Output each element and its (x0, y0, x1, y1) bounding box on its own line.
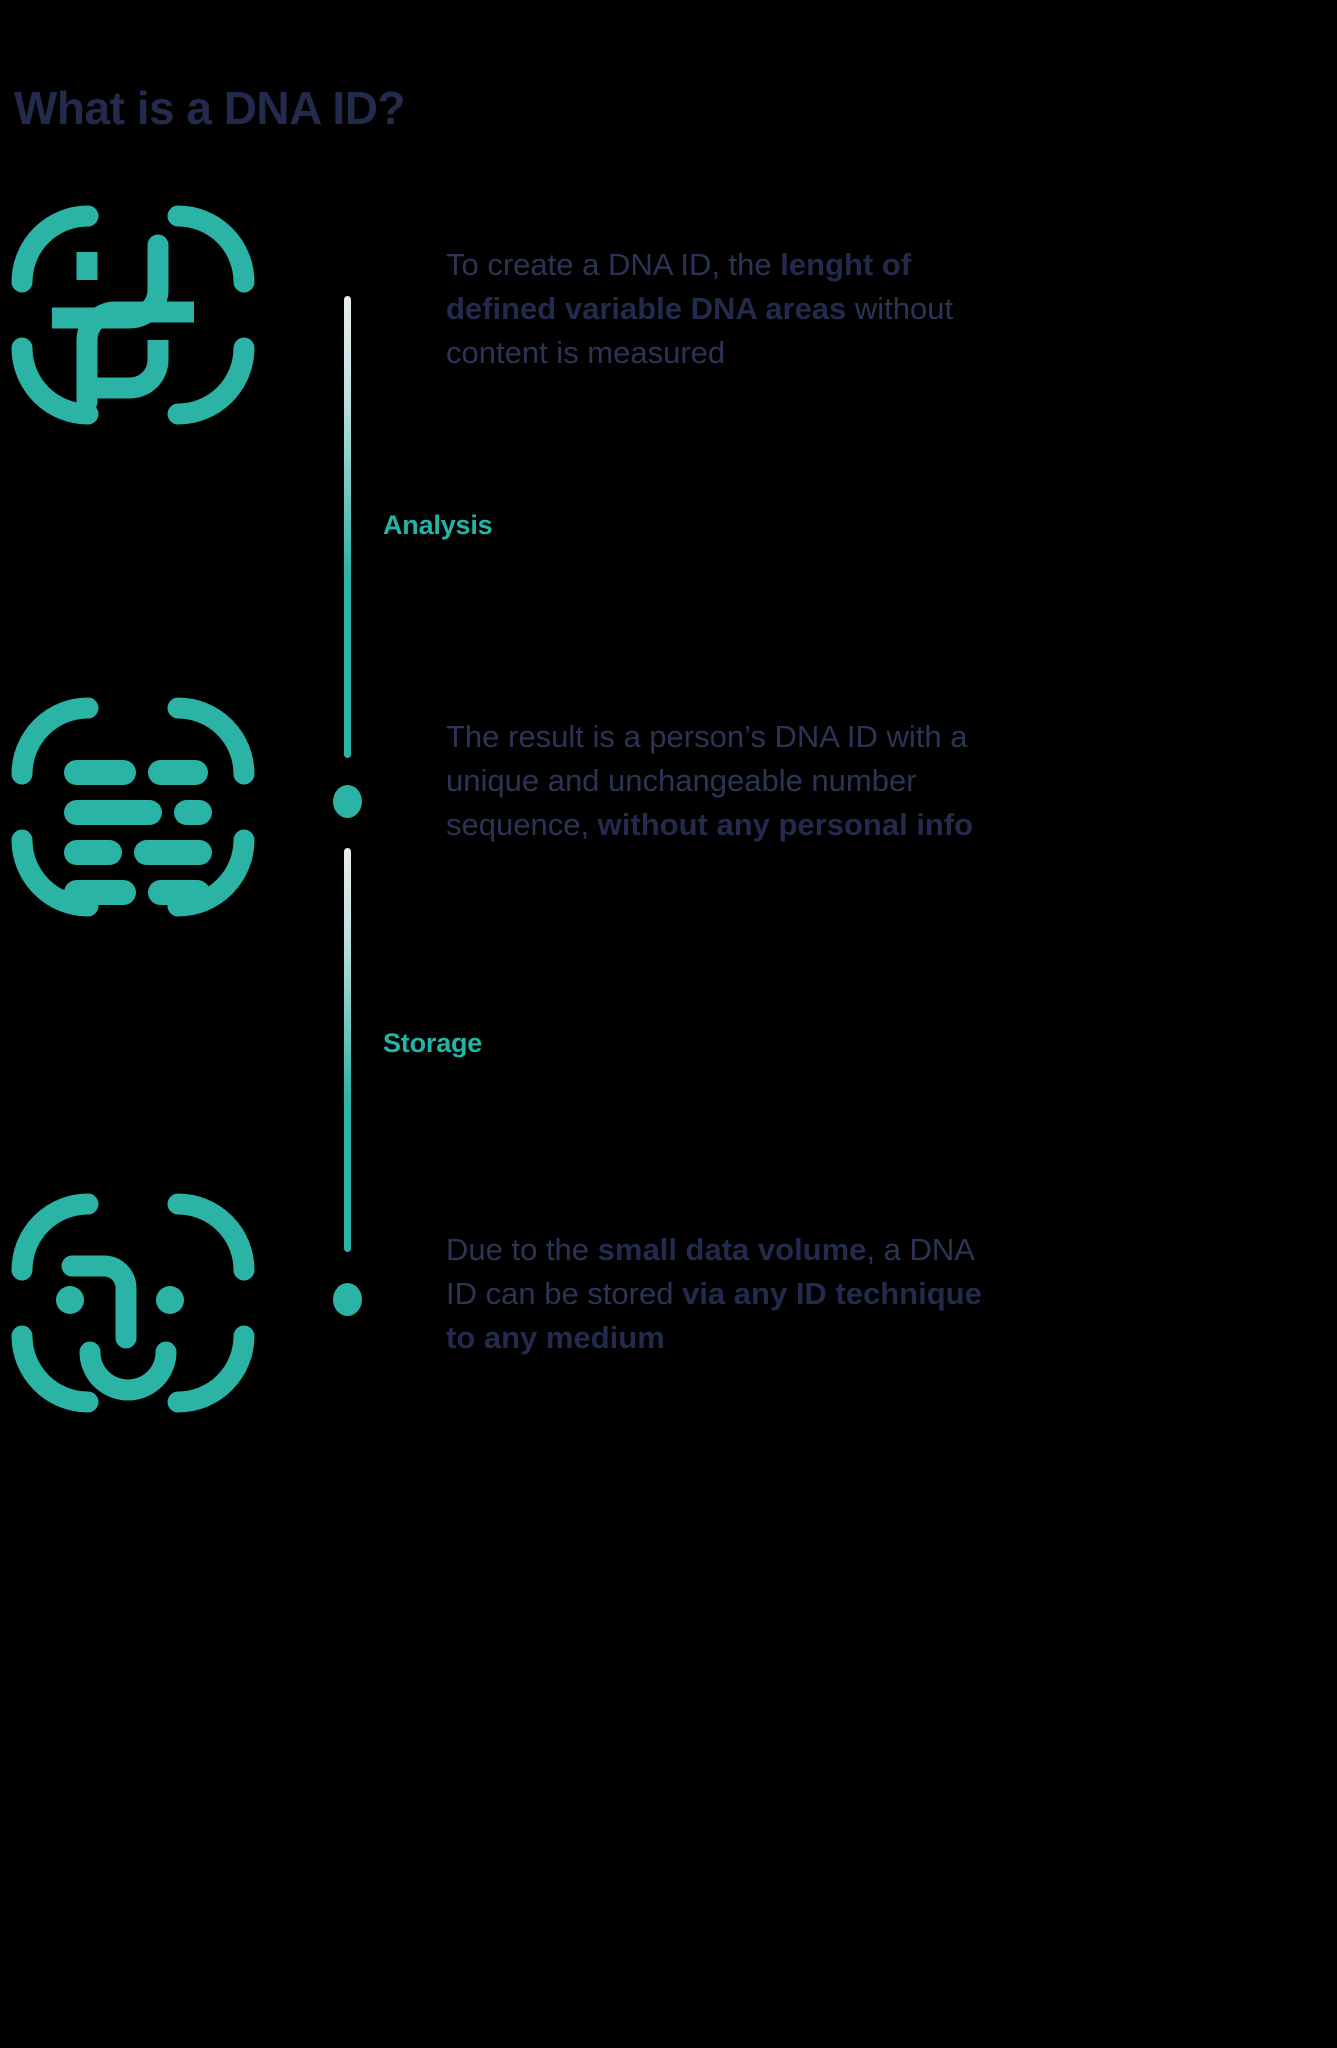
timeline-dot-storage (333, 1283, 362, 1316)
step-2-description: The result is a person’s DNA ID with a u… (446, 719, 974, 842)
dna-helix-scan-icon (8, 190, 258, 440)
timeline-stage-storage: Storage (383, 1028, 483, 1058)
step-3-description: Due to the small data volume, a DNA ID c… (446, 1232, 982, 1355)
page-title: What is a DNA ID? (14, 81, 406, 134)
timeline-spine-lower (344, 848, 351, 1252)
timeline-stage-analysis: Analysis (383, 510, 493, 540)
timeline-dot-analysis (333, 785, 362, 818)
step-1-description: To create a DNA ID, the lenght of define… (446, 247, 954, 370)
timeline-spine-upper (344, 296, 351, 758)
fingerprint-barcode-scan-icon (8, 682, 258, 932)
face-id-scan-icon (8, 1178, 258, 1428)
